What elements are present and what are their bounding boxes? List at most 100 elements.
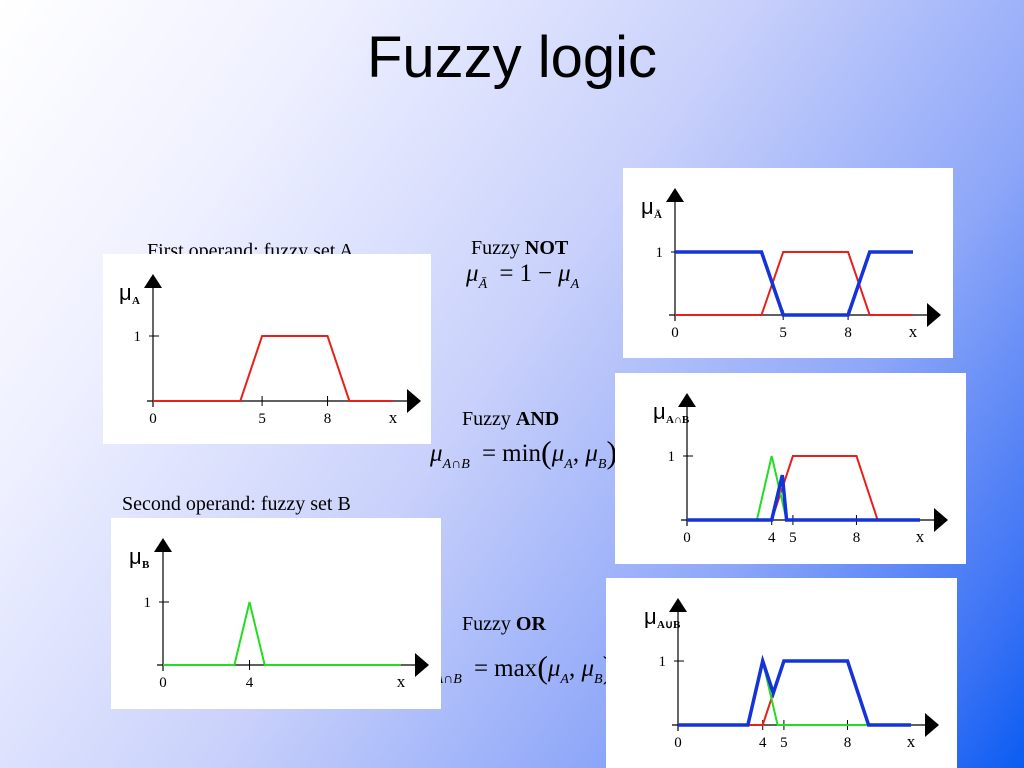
x-axis-label: x xyxy=(909,322,918,341)
formula-and-a-sub: A xyxy=(564,457,573,472)
x-axis-arrow xyxy=(934,508,948,532)
series-line-set_b xyxy=(163,601,401,666)
y-axis-label-sub: A∩B xyxy=(666,414,690,426)
caption-fuzzy-or: Fuzzy OR xyxy=(462,613,546,636)
y-axis-label-sub: Ā xyxy=(654,209,662,221)
x-tick-label: 8 xyxy=(324,411,332,427)
x-tick-label: 5 xyxy=(789,530,797,546)
series-line-result xyxy=(675,250,913,317)
caption-fuzzy-and: Fuzzy AND xyxy=(462,408,559,431)
x-axis-label: x xyxy=(916,527,925,546)
caption-and-prefix: Fuzzy xyxy=(462,408,516,430)
y-axis-label: μ xyxy=(129,544,142,569)
formula-and-eq: = xyxy=(482,440,497,467)
x-axis-label: x xyxy=(907,732,916,751)
x-tick-label: 0 xyxy=(671,325,679,341)
formula-and-comma: , xyxy=(572,440,580,467)
formula-or: μA∩B =max(μA, μB) xyxy=(422,647,613,687)
formula-or-comma: , xyxy=(568,655,576,682)
x-axis-arrow xyxy=(925,713,939,737)
formula-or-eq: = xyxy=(474,655,489,682)
x-tick-label: 0 xyxy=(159,675,167,691)
caption-and-bold: AND xyxy=(515,408,560,430)
x-tick-label: 4 xyxy=(246,675,254,691)
x-tick-label: 0 xyxy=(683,530,691,546)
x-axis-arrow xyxy=(927,303,941,327)
y-tick-label: 1 xyxy=(668,449,676,465)
caption-fuzzy-not: Fuzzy NOT xyxy=(471,237,568,260)
formula-and-lparen: ( xyxy=(541,434,552,470)
caption-not-bold: NOT xyxy=(524,237,569,259)
formula-not: μĀ =1−μA xyxy=(466,260,579,292)
y-axis-label: μ xyxy=(653,399,666,424)
formula-and: μA∩B =min(μA, μB) xyxy=(430,432,618,472)
y-axis-arrow xyxy=(144,274,162,288)
y-axis-arrow xyxy=(154,538,172,552)
formula-not-lhs: μ xyxy=(466,260,479,287)
slide-title: Fuzzy logic xyxy=(366,25,658,90)
series-line-set_b xyxy=(687,455,920,521)
series-line-set_a xyxy=(675,251,913,316)
formula-or-b: μ xyxy=(581,655,595,682)
formula-and-a: μ xyxy=(551,440,565,467)
formula-and-fn: min xyxy=(502,440,542,467)
y-axis-label: μ xyxy=(119,280,132,305)
formula-not-one: 1 xyxy=(519,260,532,287)
formula-and-rparen: ) xyxy=(606,434,618,470)
formula-not-eq: = xyxy=(499,260,514,287)
x-axis-arrow xyxy=(415,653,429,677)
series-line-set_a xyxy=(153,335,393,402)
y-tick-label: 1 xyxy=(659,654,667,670)
formula-or-lparen: ( xyxy=(537,649,548,685)
formula-not-lhs-sub: Ā xyxy=(478,277,488,292)
x-tick-label: 4 xyxy=(768,530,776,546)
formula-or-fn: max xyxy=(494,655,538,682)
caption-or-prefix: Fuzzy xyxy=(462,613,516,635)
x-tick-label: 4 xyxy=(759,735,767,751)
y-tick-label: 1 xyxy=(134,329,142,345)
x-axis-label: x xyxy=(397,672,406,691)
x-tick-label: 8 xyxy=(853,530,861,546)
caption-second-operand: Second operand: fuzzy set B xyxy=(122,493,351,515)
series-line-set_b xyxy=(678,660,911,726)
formula-or-lhs-sub: A∩B xyxy=(434,672,462,687)
caption-or-bold: OR xyxy=(515,613,546,635)
formula-not-rhs-sub: A xyxy=(570,277,580,292)
formula-or-a-sub: A xyxy=(560,672,569,687)
y-axis-label: μ xyxy=(644,604,657,629)
x-tick-label: 0 xyxy=(149,411,157,427)
y-tick-label: 1 xyxy=(144,595,152,611)
y-axis-label-sub: A xyxy=(132,295,140,307)
series-line-set_a xyxy=(678,660,911,726)
formula-and-lhs-sub: A∩B xyxy=(442,457,470,472)
y-axis-label-sub: B xyxy=(142,559,150,571)
formula-not-minus: − xyxy=(537,260,553,287)
formula-and-lhs: μ xyxy=(430,440,443,467)
series-line-set_a xyxy=(687,455,920,521)
formula-or-a: μ xyxy=(547,655,561,682)
y-axis-arrow xyxy=(666,188,684,202)
caption-not-prefix: Fuzzy xyxy=(471,237,525,259)
x-tick-label: 8 xyxy=(844,735,852,751)
x-axis-arrow xyxy=(407,389,421,413)
y-axis-label-sub: A∪B xyxy=(657,619,681,631)
x-tick-label: 5 xyxy=(779,325,787,341)
formula-and-b-sub: B xyxy=(597,457,607,472)
x-tick-label: 0 xyxy=(674,735,682,751)
y-axis-label: μ xyxy=(641,194,654,219)
x-tick-label: 5 xyxy=(258,411,266,427)
x-tick-label: 8 xyxy=(844,325,852,341)
x-tick-label: 5 xyxy=(780,735,788,751)
formula-not-rhs: μ xyxy=(558,260,571,287)
y-axis-arrow xyxy=(678,393,696,407)
